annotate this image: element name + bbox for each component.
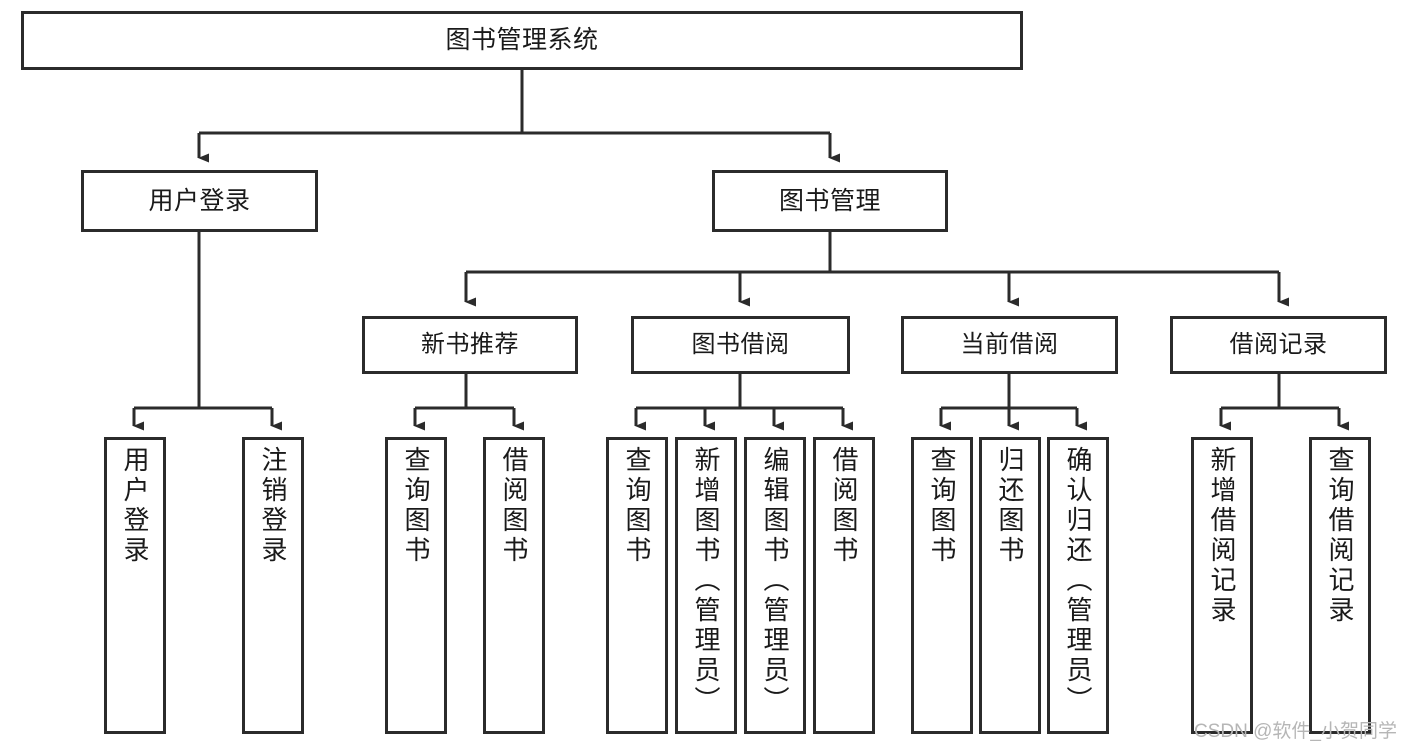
node-label: 注销登录: [258, 446, 289, 566]
leaf-book-borrow-query[interactable]: 查询图书: [606, 437, 668, 734]
leaf-book-borrow-borrow[interactable]: 借阅图书: [813, 437, 875, 734]
leaf-user-login-logout[interactable]: 注销登录: [242, 437, 304, 734]
node-root-system[interactable]: 图书管理系统: [21, 11, 1023, 70]
watermark-text: CSDN @软件_小贺同学: [1194, 721, 1397, 742]
node-book-management[interactable]: 图书管理: [712, 170, 948, 232]
node-label: 查询图书: [401, 446, 432, 566]
node-label: 图书管理系统: [445, 26, 599, 54]
node-label: 新书推荐: [421, 331, 519, 359]
node-label: 图书管理: [778, 186, 881, 215]
node-label: 用户登录: [148, 186, 251, 215]
leaf-user-login-login[interactable]: 用户登录: [104, 437, 166, 734]
node-label: 新增借阅记录: [1207, 446, 1238, 626]
leaf-current-borrow-query[interactable]: 查询图书: [911, 437, 973, 734]
node-label: 借阅图书: [829, 446, 860, 566]
node-label: 查询借阅记录: [1325, 446, 1356, 626]
node-label: 查询图书: [927, 446, 958, 566]
node-borrow-records[interactable]: 借阅记录: [1170, 316, 1387, 374]
node-label: 编辑图书（管理员）: [760, 446, 791, 716]
node-label: 图书借阅: [691, 331, 790, 359]
node-label: 确认归还（管理员）: [1063, 446, 1094, 716]
leaf-new-book-borrow[interactable]: 借阅图书: [483, 437, 545, 734]
node-user-login[interactable]: 用户登录: [81, 170, 318, 232]
node-label: 借阅记录: [1229, 331, 1328, 359]
node-new-book-recommend[interactable]: 新书推荐: [362, 316, 578, 374]
node-label: 归还图书: [995, 446, 1026, 566]
leaf-new-book-query[interactable]: 查询图书: [385, 437, 447, 734]
leaf-current-borrow-confirm-return[interactable]: 确认归还（管理员）: [1047, 437, 1109, 734]
node-current-borrow[interactable]: 当前借阅: [901, 316, 1118, 374]
node-book-borrow[interactable]: 图书借阅: [631, 316, 850, 374]
node-label: 借阅图书: [499, 446, 530, 566]
node-label: 查询图书: [622, 446, 653, 566]
leaf-records-query[interactable]: 查询借阅记录: [1309, 437, 1371, 734]
leaf-current-borrow-return[interactable]: 归还图书: [979, 437, 1041, 734]
leaf-book-borrow-add[interactable]: 新增图书（管理员）: [675, 437, 737, 734]
leaf-records-add[interactable]: 新增借阅记录: [1191, 437, 1253, 734]
node-label: 新增图书（管理员）: [691, 446, 722, 716]
leaf-book-borrow-edit[interactable]: 编辑图书（管理员）: [744, 437, 806, 734]
node-label: 当前借阅: [960, 331, 1059, 359]
node-label: 用户登录: [120, 446, 151, 566]
